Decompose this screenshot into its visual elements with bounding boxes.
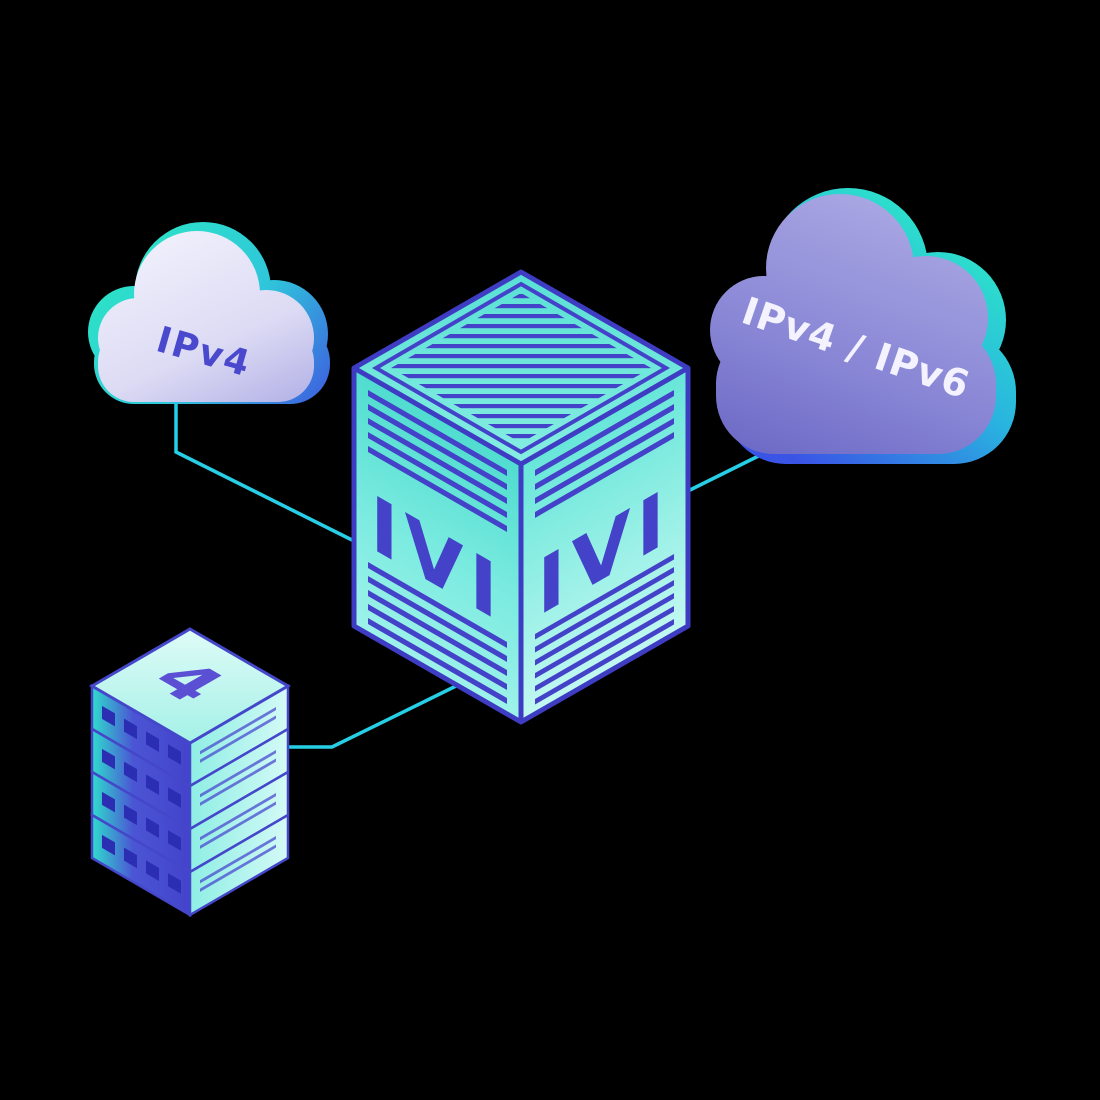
server-unit	[90, 769, 290, 875]
server-unit-vents	[102, 748, 181, 808]
ipv4-cloud: IPv4	[88, 222, 330, 404]
server-stack: 4	[89, 627, 291, 918]
cube-top-hatch	[391, 293, 651, 443]
ivi-translator-cube: IVI IVI	[351, 269, 691, 725]
cube-right-face: IVI	[521, 367, 688, 722]
connector-ipv4-to-ivi	[174, 392, 355, 543]
server-unit-vents	[102, 791, 181, 851]
server-unit-slots	[200, 835, 276, 892]
cube-left-face: IVI	[354, 368, 521, 723]
server-unit-vents	[102, 834, 181, 894]
cube-top-inner-border	[372, 281, 670, 455]
dualstack-cloud-body	[710, 194, 996, 454]
server-unit-vents	[102, 705, 181, 765]
server-stack-top-face	[89, 627, 291, 745]
server-unit	[90, 812, 290, 918]
dualstack-cloud: IPv4 / IPv6	[710, 188, 1016, 464]
cube-edges	[351, 269, 691, 725]
ipv4-cloud-body	[98, 231, 314, 402]
server-unit-slots	[200, 749, 276, 806]
server-unit-slots	[200, 792, 276, 849]
server-unit-slots	[200, 706, 276, 763]
